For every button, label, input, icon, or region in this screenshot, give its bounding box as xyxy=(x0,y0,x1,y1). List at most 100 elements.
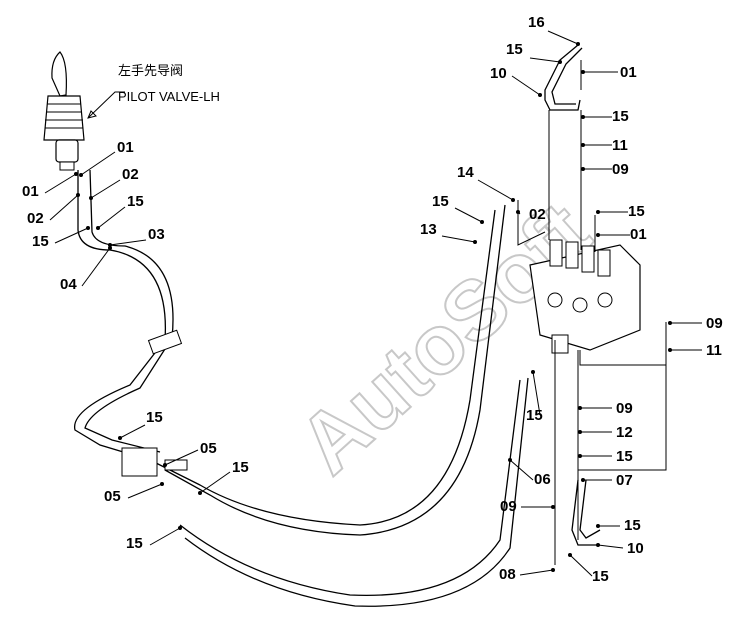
callout-leader-7 xyxy=(477,179,514,201)
callout-leader-32 xyxy=(127,483,163,499)
callout-label-27: 05 xyxy=(200,440,217,457)
callout-label-10: 15 xyxy=(628,203,645,220)
callout-leader-16 xyxy=(109,239,147,246)
callout-point-4 xyxy=(581,115,585,119)
callout-leader-13 xyxy=(80,151,116,176)
callout-label-24: 09 xyxy=(616,400,633,417)
callout-point-1 xyxy=(558,60,562,64)
callout-label-11: 01 xyxy=(630,226,647,243)
callout-leader-3 xyxy=(511,75,541,96)
callout-leader-38 xyxy=(569,554,593,577)
callout-label-23: 15 xyxy=(526,407,543,424)
title-english: PILOT VALVE-LH xyxy=(118,89,220,104)
callout-point-10 xyxy=(596,210,600,214)
callout-point-5 xyxy=(581,143,585,147)
callout-label-12: 13 xyxy=(420,221,437,238)
callout-point-13 xyxy=(79,173,83,177)
callout-leader-27 xyxy=(164,449,199,466)
callout-label-26: 15 xyxy=(616,448,633,465)
callout-point-25 xyxy=(578,430,582,434)
callout-leader-36 xyxy=(597,544,624,549)
callout-point-24 xyxy=(578,406,582,410)
callout-label-34: 15 xyxy=(126,535,143,552)
callout-label-19: 15 xyxy=(32,233,49,250)
callout-point-16 xyxy=(108,243,112,247)
callout-label-7: 14 xyxy=(457,164,474,181)
callout-point-8 xyxy=(480,220,484,224)
callout-point-33 xyxy=(551,505,555,509)
callout-leader-14 xyxy=(90,179,121,199)
callout-leader-34 xyxy=(149,527,181,546)
callout-leader-12 xyxy=(441,235,476,243)
callout-leader-1 xyxy=(529,57,561,63)
callout-leader-37 xyxy=(519,569,554,576)
callout-point-20 xyxy=(108,246,112,250)
callout-point-6 xyxy=(581,167,585,171)
callout-point-26 xyxy=(578,454,582,458)
callout-label-31: 07 xyxy=(616,472,633,489)
callout-point-35 xyxy=(596,524,600,528)
callout-label-16: 03 xyxy=(148,226,165,243)
callout-leader-15 xyxy=(97,206,126,229)
title-arrow xyxy=(87,110,97,119)
callout-label-3: 10 xyxy=(490,65,507,82)
callout-label-35: 15 xyxy=(624,517,641,534)
callout-point-11 xyxy=(596,233,600,237)
callout-label-29: 15 xyxy=(232,459,249,476)
callout-point-36 xyxy=(596,543,600,547)
callout-leader-18 xyxy=(49,194,79,221)
callout-point-0 xyxy=(576,42,580,46)
callout-label-18: 02 xyxy=(27,210,44,227)
callout-label-2: 01 xyxy=(620,64,637,81)
callout-leader-29 xyxy=(199,471,231,494)
callout-label-0: 16 xyxy=(528,14,545,31)
callout-point-27 xyxy=(163,463,167,467)
callout-point-14 xyxy=(89,196,93,200)
callout-label-1: 15 xyxy=(506,41,523,58)
title-chinese: 左手先导阀 xyxy=(118,63,183,78)
callout-label-30: 06 xyxy=(534,471,551,488)
callout-point-12 xyxy=(473,240,477,244)
callout-leader-23 xyxy=(532,371,541,416)
callout-point-18 xyxy=(76,193,80,197)
callout-label-17: 01 xyxy=(22,183,39,200)
callout-point-34 xyxy=(178,526,182,530)
callout-point-32 xyxy=(160,482,164,486)
callout-leader-30 xyxy=(509,459,534,481)
callout-point-19 xyxy=(86,226,90,230)
callout-point-30 xyxy=(508,458,512,462)
hose-group-left xyxy=(74,169,529,607)
callout-point-29 xyxy=(198,491,202,495)
callout-label-25: 12 xyxy=(616,424,633,441)
callout-point-31 xyxy=(581,478,585,482)
callout-point-22 xyxy=(668,348,672,352)
callout-leader-8 xyxy=(454,207,483,223)
callout-point-2 xyxy=(581,70,585,74)
callout-label-21: 09 xyxy=(706,315,723,332)
callout-label-28: 15 xyxy=(146,409,163,426)
callout-label-15: 15 xyxy=(127,193,144,210)
callout-leader-28 xyxy=(119,424,146,439)
callout-label-4: 15 xyxy=(612,108,629,125)
callout-label-13: 01 xyxy=(117,139,134,156)
callout-label-9: 02 xyxy=(529,206,546,223)
callout-label-20: 04 xyxy=(60,276,77,293)
callout-point-17 xyxy=(74,172,78,176)
callout-leader-20 xyxy=(81,247,111,287)
callout-point-37 xyxy=(551,568,555,572)
callout-leader-19 xyxy=(54,227,89,244)
title-leader xyxy=(87,91,125,119)
callout-point-21 xyxy=(668,321,672,325)
callout-label-32: 05 xyxy=(104,488,121,505)
callout-point-23 xyxy=(531,370,535,374)
callout-label-33: 09 xyxy=(500,498,517,515)
callout-label-36: 10 xyxy=(627,540,644,557)
callout-leader-17 xyxy=(44,173,77,194)
callout-point-28 xyxy=(118,436,122,440)
callout-point-3 xyxy=(538,93,542,97)
callout-label-8: 15 xyxy=(432,193,449,210)
callout-label-5: 11 xyxy=(612,137,628,154)
